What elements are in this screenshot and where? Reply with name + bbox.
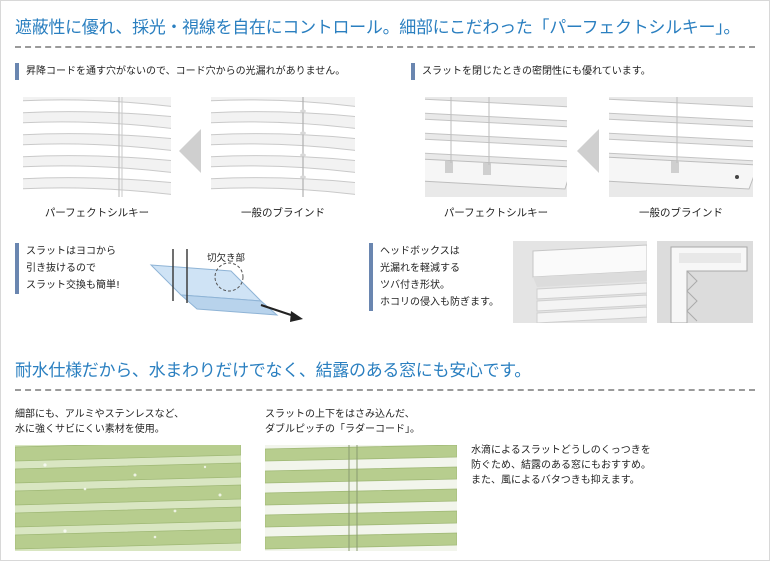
condensation-text-line-1: 水滴によるスラットどうしのくっつきを bbox=[471, 445, 651, 456]
material-text-line-1: 細部にも、アルミやステンレスなど、 bbox=[15, 409, 185, 420]
notch-label: 切欠き部 bbox=[207, 253, 246, 264]
general-blind-slats-image bbox=[211, 97, 355, 197]
ladder-cord-text-line-2: ダブルピッチの「ラダーコード」。 bbox=[265, 424, 420, 435]
perfect-silky-slats-image bbox=[23, 97, 171, 197]
caption-perfect-silky-right: パーフェクトシルキー bbox=[443, 207, 549, 219]
ladder-cord-photo bbox=[265, 445, 457, 551]
ladder-cord-text-line-1: スラットの上下をはさみ込んだ、 bbox=[265, 409, 415, 420]
caption-general-right: 一般のブラインド bbox=[639, 207, 723, 219]
section1-heading: 遮蔽性に優れ、採光・視線を自在にコントロール。細部にこだわった「パーフェクトシル… bbox=[15, 18, 741, 38]
slat-replacement-note: スラットはヨコから 引き抜けるので スラット交換も簡単! bbox=[15, 243, 120, 294]
headbox-photo bbox=[513, 241, 647, 323]
general-blind-closed-image bbox=[609, 97, 753, 197]
slat-notch-diagram bbox=[141, 245, 309, 325]
condensation-text-line-2: 防ぐため、結露のある窓にもおすすめ。 bbox=[471, 460, 651, 471]
headbox-profile-photo bbox=[657, 241, 753, 323]
comparison-arrow-icon bbox=[179, 129, 201, 173]
condensation-text-line-3: また、風によるバタつきも抑えます。 bbox=[471, 475, 640, 486]
comparison-arrow-icon-right bbox=[577, 129, 599, 173]
water-drop-slats-photo bbox=[15, 445, 241, 551]
condensation-text: 水滴によるスラットどうしのくっつきを 防ぐため、結露のある窓にもおすすめ。 また… bbox=[471, 443, 651, 488]
material-text-line-2: 水に強くサビにくい素材を使用。 bbox=[15, 424, 165, 435]
perfect-silky-closed-image bbox=[425, 97, 567, 197]
cord-hole-note: 昇降コードを通す穴がないので、コード穴からの光漏れがありません。 bbox=[15, 63, 345, 80]
ladder-cord-text: スラットの上下をはさみ込んだ、 ダブルピッチの「ラダーコード」。 bbox=[265, 407, 420, 437]
material-text: 細部にも、アルミやステンレスなど、 水に強くサビにくい素材を使用。 bbox=[15, 407, 184, 437]
headbox-note-line-3: ツバ付き形状。 bbox=[380, 280, 450, 291]
headbox-note-line-1: ヘッドボックスは bbox=[380, 246, 460, 257]
slat-note-line-3: スラット交換も簡単! bbox=[26, 280, 121, 291]
caption-general-left: 一般のブラインド bbox=[241, 207, 325, 219]
section1-divider bbox=[15, 46, 755, 48]
slat-note-line-1: スラットはヨコから bbox=[26, 246, 116, 257]
headbox-note: ヘッドボックスは 光漏れを軽減する ツバ付き形状。 ホコリの侵入も防ぎます。 bbox=[369, 243, 499, 311]
seal-note: スラットを閉じたときの密閉性にも優れています。 bbox=[411, 63, 651, 80]
section2-heading: 耐水仕様だから、水まわりだけでなく、結露のある窓にも安心です。 bbox=[15, 361, 531, 381]
headbox-note-line-2: 光漏れを軽減する bbox=[380, 263, 460, 274]
section2-divider bbox=[15, 389, 755, 391]
headbox-note-line-4: ホコリの侵入も防ぎます。 bbox=[380, 297, 499, 308]
slat-note-line-2: 引き抜けるので bbox=[26, 263, 96, 274]
caption-perfect-silky-left: パーフェクトシルキー bbox=[44, 207, 150, 219]
